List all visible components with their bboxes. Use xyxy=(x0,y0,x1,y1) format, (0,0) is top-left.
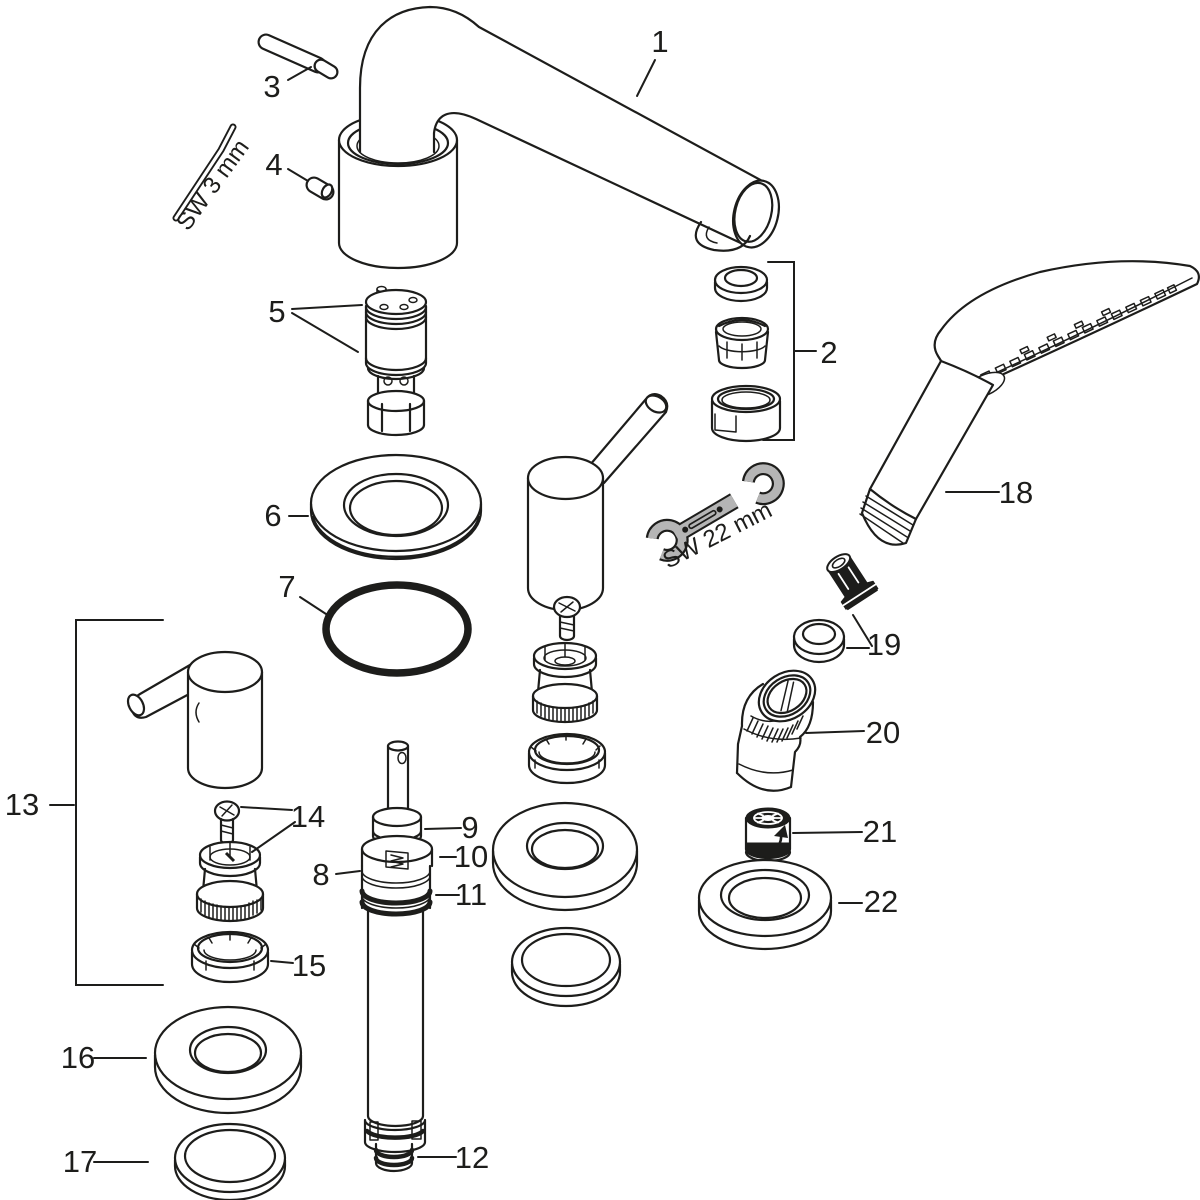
part-2-aerator-set: 2 xyxy=(710,261,838,443)
spray-nozzles xyxy=(980,284,1178,381)
valve-spindle xyxy=(386,744,410,816)
part-7-o-ring: 7 xyxy=(278,569,472,677)
part-11-label: 11 xyxy=(455,877,487,912)
part-4-leader xyxy=(287,168,309,182)
part-19-check-valve: 19 xyxy=(792,553,901,664)
part-4-label: 4 xyxy=(265,147,282,182)
part-4-grub-screw: 4 xyxy=(265,147,335,201)
valve-head xyxy=(360,834,434,864)
part-16-label: 16 xyxy=(61,1040,95,1075)
valve-o-rings xyxy=(359,888,433,917)
part-17-seal-ring: 17 xyxy=(63,1122,287,1200)
part-22-label: 22 xyxy=(864,884,898,919)
valve-collar xyxy=(371,806,423,828)
part-5-cartridge: 5 xyxy=(268,285,428,437)
part-1-label: 1 xyxy=(651,24,668,59)
part-5-label: 5 xyxy=(268,294,285,329)
part-20-label: 20 xyxy=(866,715,900,750)
handle-escutcheon xyxy=(491,801,639,899)
part-17-label: 17 xyxy=(63,1144,97,1179)
part-8-label: 8 xyxy=(312,857,329,892)
part-21-non-return-valve: 21 xyxy=(744,807,897,863)
left-handle-body xyxy=(186,670,264,790)
part-7-leader xyxy=(299,596,327,615)
part-19-leader xyxy=(846,614,873,649)
part-2-bracket xyxy=(762,261,817,441)
allen-key-size-label: SW 3 mm xyxy=(171,134,255,235)
elbow-opening xyxy=(757,669,817,723)
part-3-label: 3 xyxy=(263,69,280,104)
part-1-spout: 1 xyxy=(337,5,780,270)
handle-seal-ring xyxy=(510,926,622,998)
part-10-label: 10 xyxy=(454,839,488,874)
part-2-label: 2 xyxy=(820,335,837,370)
part-20-elbow-connector: 20 xyxy=(735,669,900,792)
part-21-leader xyxy=(792,831,863,834)
part-14-label: 14 xyxy=(291,799,325,834)
part-14-leader xyxy=(240,806,296,853)
part-15-leader xyxy=(270,960,294,964)
part-12-label: 12 xyxy=(455,1140,489,1175)
part-20-leader xyxy=(805,730,865,734)
elbow-knurl xyxy=(746,715,804,743)
part-5-leader xyxy=(291,304,363,353)
valve-spring xyxy=(390,854,404,868)
part-3-pin: 3 xyxy=(257,33,339,104)
part-13-handle-assembly: 13 14 15 xyxy=(5,619,326,986)
part-7-label: 7 xyxy=(278,569,295,604)
spout-outlet-lip xyxy=(694,220,752,252)
handle-assembly-center xyxy=(491,392,669,1008)
part-9-label: 9 xyxy=(461,810,478,845)
shower-handle xyxy=(868,359,995,521)
part-6-escutcheon: 6 xyxy=(264,453,483,561)
part-8-valve-body: 8 9 10 11 12 xyxy=(312,740,489,1175)
flow-arrow-icon xyxy=(774,825,788,838)
part-13-label: 13 xyxy=(5,787,39,822)
part-18-hand-shower: 18 xyxy=(859,260,1200,546)
spout-base xyxy=(337,138,459,270)
part-1-leader xyxy=(636,59,656,97)
part-3-leader xyxy=(287,66,312,81)
part-8-leader xyxy=(335,870,361,875)
shower-head xyxy=(933,260,1200,390)
part-6-label: 6 xyxy=(264,498,281,533)
knurl-hatch xyxy=(536,700,594,723)
part-19-label: 19 xyxy=(867,627,901,662)
part-16-escutcheon: 16 xyxy=(61,1005,303,1115)
allen-key-icon: SW 3 mm xyxy=(171,123,255,236)
part-18-label: 18 xyxy=(999,475,1033,510)
part-21-label: 21 xyxy=(863,814,897,849)
part-15-label: 15 xyxy=(292,948,326,983)
part-13-bracket xyxy=(49,619,164,986)
valve-tube xyxy=(360,904,432,1128)
wrench-icon: SW 22 mm xyxy=(645,462,785,574)
spout-pipe xyxy=(360,7,766,245)
adapter-knurl xyxy=(200,897,262,922)
part-9-leader xyxy=(424,827,462,830)
part-22-escutcheon: 22 xyxy=(697,858,898,951)
